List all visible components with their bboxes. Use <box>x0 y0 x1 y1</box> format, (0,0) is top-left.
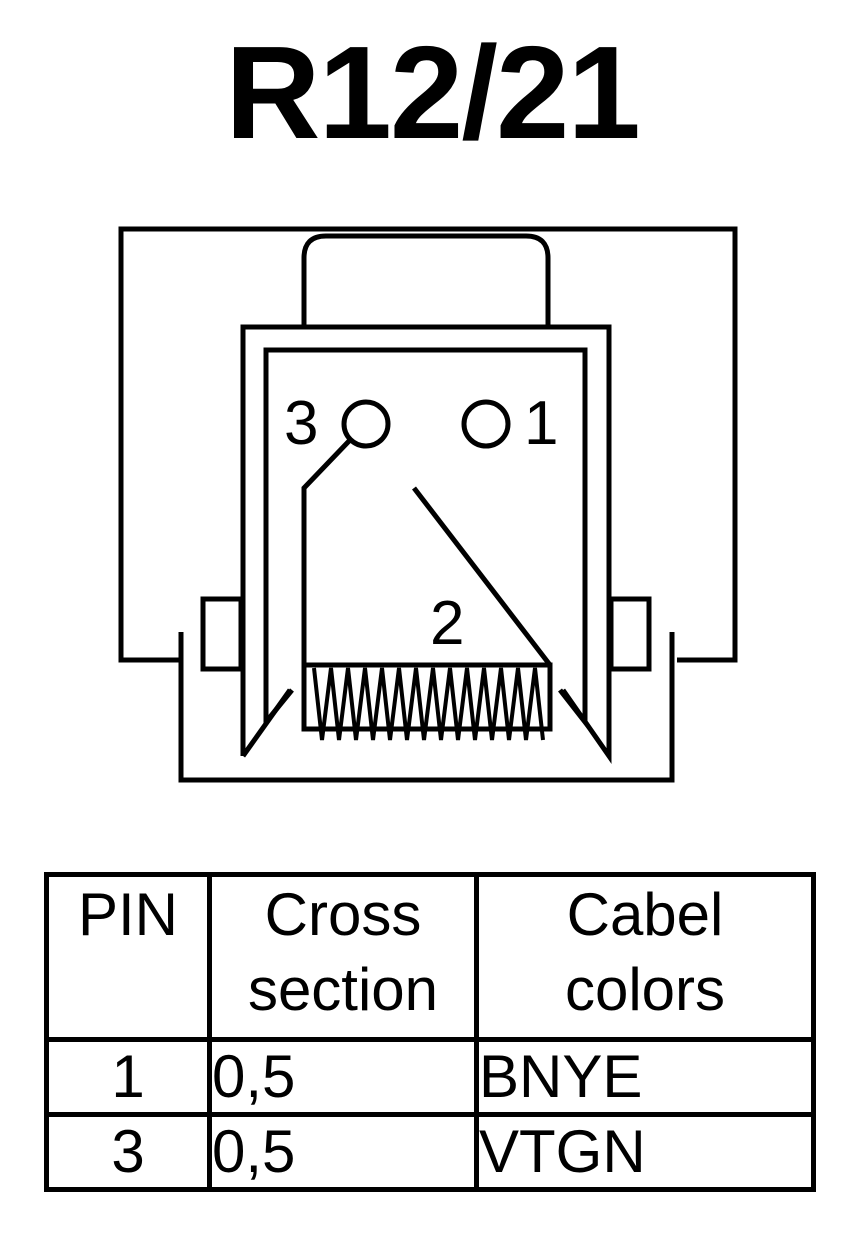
pin-1-contact <box>461 399 511 449</box>
header-cable-colors: Cabel colors <box>474 872 816 1042</box>
pin-3-label: 3 <box>284 389 318 458</box>
cell-cross-section: 0,5 <box>207 1037 479 1117</box>
cell-cross-section: 0,5 <box>207 1112 479 1192</box>
top-tab <box>301 233 551 325</box>
terminal-spring <box>312 667 545 741</box>
cell-pin: 3 <box>44 1112 212 1192</box>
cell-pin: 1 <box>44 1037 212 1117</box>
pin-table-header-row: PIN Cross section Cabel colors <box>44 872 816 1042</box>
header-pin: PIN <box>44 872 212 1042</box>
pin-2-label: 2 <box>430 589 464 658</box>
pin-3-wire <box>301 438 352 665</box>
left-latch <box>200 596 244 672</box>
header-cross-section: Cross section <box>207 872 479 1042</box>
right-latch <box>608 596 652 672</box>
cell-cable-color: BNYE <box>474 1037 816 1117</box>
table-row: 3 0,5 VTGN <box>44 1112 816 1192</box>
pin-table: PIN Cross section Cabel colors 1 0,5 BNY… <box>44 872 816 1192</box>
connector-drawing: 3 1 2 <box>118 226 738 783</box>
pin-2-wire <box>412 486 552 667</box>
pin-1-label: 1 <box>524 389 558 458</box>
table-row: 1 0,5 BNYE <box>44 1037 816 1117</box>
inner-frame <box>263 347 588 730</box>
connector-title: R12/21 <box>225 19 641 166</box>
base-plate <box>178 632 675 783</box>
cell-cable-color: VTGN <box>474 1112 816 1192</box>
housing-outline <box>118 226 738 663</box>
outer-frame <box>240 324 612 764</box>
pin-3-contact <box>341 399 391 449</box>
